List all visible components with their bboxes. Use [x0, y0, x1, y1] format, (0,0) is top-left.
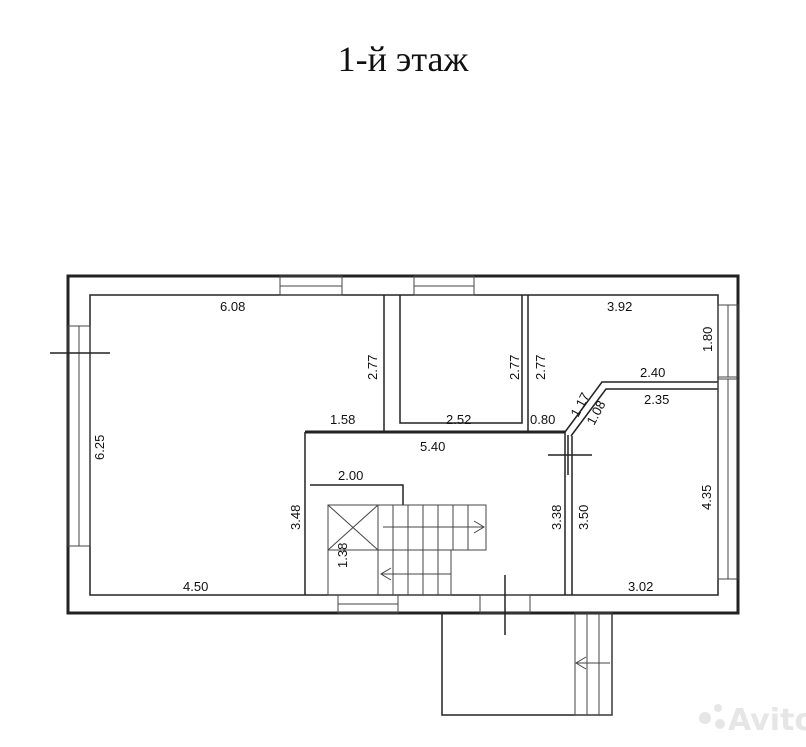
- dim-2-77-a: 2.77: [365, 355, 380, 380]
- dim-3-48: 3.48: [288, 505, 303, 530]
- avito-watermark: Avito: [699, 703, 806, 738]
- dim-4-35: 4.35: [699, 485, 714, 510]
- dim-2-77-b: 2.77: [507, 355, 522, 380]
- dim-3-38: 3.38: [549, 505, 564, 530]
- staircase: [310, 484, 487, 596]
- dim-5-40: 5.40: [420, 439, 445, 454]
- dim-2-35: 2.35: [644, 392, 669, 407]
- dim-1-58: 1.58: [330, 412, 355, 427]
- dim-2-77-c: 2.77: [533, 355, 548, 380]
- dim-2-40: 2.40: [640, 365, 665, 380]
- windows: [50, 275, 739, 635]
- dim-0-80: 0.80: [530, 412, 555, 427]
- dim-2-52: 2.52: [446, 412, 471, 427]
- dim-3-92: 3.92: [607, 299, 632, 314]
- dim-1-38: 1.38: [335, 543, 350, 568]
- floor-title: 1-й этаж: [337, 39, 469, 79]
- dim-2-00: 2.00: [338, 468, 363, 483]
- dimension-labels: 6.08 2.77 2.77 2.77 3.92 1.80 6.25 2.40 …: [92, 299, 715, 594]
- dim-1-80: 1.80: [700, 327, 715, 352]
- dim-3-02: 3.02: [628, 579, 653, 594]
- dim-6-08: 6.08: [220, 299, 245, 314]
- dim-3-50: 3.50: [576, 505, 591, 530]
- dim-4-50: 4.50: [183, 579, 208, 594]
- porch: [441, 612, 613, 716]
- outer-wall-exterior: [66, 274, 740, 615]
- dim-6-25: 6.25: [92, 435, 107, 460]
- interior-walls: [304, 295, 718, 595]
- watermark-text: Avito: [728, 703, 806, 738]
